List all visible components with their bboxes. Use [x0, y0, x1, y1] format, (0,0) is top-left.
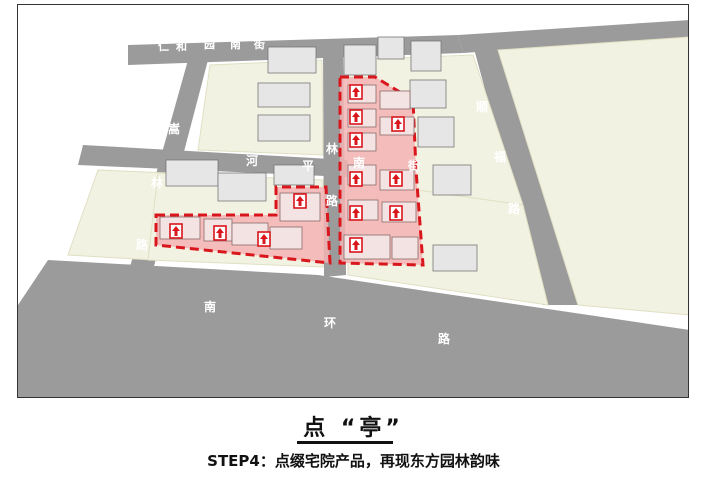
courtyard-house	[269, 226, 303, 250]
road-label-west-3: 路	[136, 238, 149, 252]
block-east	[497, 36, 688, 316]
site-plan-drawing	[18, 5, 688, 397]
road-label-middle-h-4: 街	[408, 159, 421, 173]
road-label-south-3: 路	[438, 332, 451, 346]
caption-subtitle: STEP4：点缀宅院产品，再现东方园林韵味	[207, 452, 500, 470]
title-underline	[297, 441, 393, 444]
road-label-north-3: 园	[204, 38, 215, 51]
building	[409, 79, 447, 109]
arrow-icon	[391, 116, 405, 132]
road-north-east	[458, 20, 688, 53]
building	[267, 46, 317, 74]
arrow-icon	[349, 132, 363, 148]
building	[343, 44, 377, 76]
arrow-icon	[293, 193, 307, 209]
arrow-icon	[349, 237, 363, 253]
road-label-south-2: 环	[324, 316, 337, 330]
arrow-icon	[169, 223, 183, 239]
road-label-middle-h-1: 河	[246, 154, 259, 168]
arrow-icon	[213, 225, 227, 241]
arrow-icon	[257, 231, 271, 247]
arrow-icon	[349, 205, 363, 221]
road-label-east-1: 顺	[476, 100, 489, 114]
courtyard-house	[391, 236, 419, 260]
road-label-middle-h-3: 南	[353, 156, 366, 170]
arrow-icon	[349, 171, 363, 187]
building	[273, 164, 315, 186]
road-label-west-2: 林	[151, 176, 164, 190]
building	[257, 114, 311, 142]
road-label-middle-h-2: 平	[302, 159, 315, 173]
building	[257, 82, 311, 108]
arrow-icon	[389, 205, 403, 221]
road-label-middle-v-1: 路	[326, 194, 339, 208]
road-south	[18, 260, 688, 397]
arrow-icon	[349, 109, 363, 125]
arrow-icon	[389, 171, 403, 187]
building	[165, 159, 219, 187]
road-label-north-5: 街	[254, 38, 265, 51]
site-plan-frame: 仁 和 园 南 街 嵩 林 路 河 平 南 街 路 林 顺 福 路 南 环 路	[17, 4, 689, 398]
arrow-icon	[349, 84, 363, 100]
road-label-south-1: 南	[204, 300, 217, 314]
building	[432, 164, 472, 196]
road-label-north-1: 仁	[158, 40, 169, 53]
road-label-north-4: 南	[230, 38, 241, 51]
building	[417, 116, 455, 148]
road-label-west-1: 嵩	[168, 122, 181, 136]
road-label-east-2: 福	[494, 150, 507, 164]
buildings	[165, 36, 478, 272]
road-label-north-2: 和	[176, 40, 187, 53]
road-east	[473, 45, 578, 305]
building	[410, 40, 442, 72]
road-label-middle-v-2: 林	[326, 142, 339, 156]
road-label-east-3: 路	[508, 202, 521, 216]
courtyard-house	[379, 90, 411, 110]
building	[217, 172, 267, 202]
building	[432, 244, 478, 272]
caption-title: 点 “亭”	[303, 416, 404, 441]
pavilion-markers	[169, 84, 405, 253]
building	[377, 36, 405, 60]
